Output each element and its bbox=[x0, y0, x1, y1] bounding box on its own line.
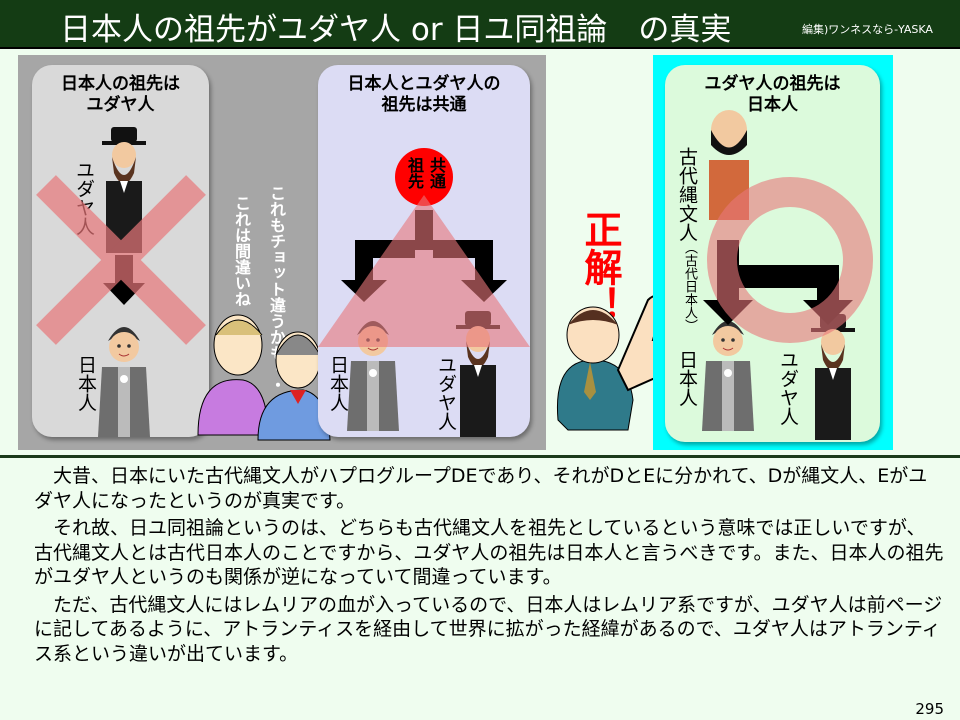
theory-2-title: 日本人とユダヤ人の 祖先は共通 bbox=[347, 74, 501, 115]
jomon-label: 古代縄文人 bbox=[676, 147, 698, 242]
credit: 編集)ワンネスなら-YASKA bbox=[802, 23, 933, 36]
explanation-text: 大昔、日本にいた古代縄文人がハプログループDEであり、それがDとEに分かれて、D… bbox=[34, 464, 944, 669]
correct-theory-panel: ユダヤ人の祖先は 日本人 古代縄文人 （古代日本人） 日本人 ユダヤ人 bbox=[653, 55, 893, 450]
theory-box-2: 日本人とユダヤ人の 祖先は共通 日本人 ユダヤ人 共通 祖先 bbox=[318, 65, 530, 437]
jew-label: ユダヤ人 bbox=[435, 355, 457, 431]
paragraph-1: 大昔、日本にいた古代縄文人がハプログループDEであり、それがDとEに分かれて、D… bbox=[34, 465, 928, 512]
theory-1-title: 日本人の祖先は ユダヤ人 bbox=[61, 74, 180, 115]
slide-title: 日本人の祖先がユダヤ人 or 日ユ同祖論 の真実 bbox=[60, 12, 732, 48]
japanese-label: 日本人 bbox=[327, 355, 349, 412]
theory-2-illustration bbox=[318, 148, 530, 437]
paragraph-3: ただ、古代縄文人にはレムリアの血が入っているので、日本人はレムリア系ですが、ユダ… bbox=[34, 593, 943, 665]
triangle-mark-icon bbox=[318, 195, 530, 347]
common-ancestor-badge bbox=[395, 148, 453, 206]
theory-3-title: ユダヤ人の祖先は 日本人 bbox=[704, 74, 841, 115]
japanese-label: 日本人 bbox=[75, 355, 97, 412]
japanese-label: 日本人 bbox=[676, 350, 698, 407]
theory-box-1: 日本人の祖先は ユダヤ人 ユダヤ人 日本人 bbox=[32, 65, 209, 437]
cross-mark-icon bbox=[36, 175, 206, 345]
theory-3-illustration bbox=[701, 110, 873, 440]
theory-box-3: ユダヤ人の祖先は 日本人 古代縄文人 （古代日本人） 日本人 ユダヤ人 bbox=[665, 65, 880, 442]
title-bar: 日本人の祖先がユダヤ人 or 日ユ同祖論 の真実 編集)ワンネスなら-YASKA bbox=[0, 0, 960, 49]
woman-speech: これは間違いね bbox=[232, 195, 251, 307]
badge-text-col1: 共通 bbox=[427, 157, 446, 189]
jomon-sublabel: （古代日本人） bbox=[682, 241, 697, 332]
divider bbox=[0, 455, 960, 458]
circle-mark-icon bbox=[707, 177, 873, 343]
jew-label: ユダヤ人 bbox=[777, 350, 799, 426]
couple-illustration bbox=[197, 314, 331, 441]
paragraph-2: それ故、日ユ同祖論というのは、どちらも古代縄文人を祖先としているという意味では正… bbox=[34, 517, 944, 588]
page-number: 295 bbox=[915, 700, 944, 718]
theory-1-illustration bbox=[36, 127, 206, 437]
incorrect-theories-panel: 日本人の祖先は ユダヤ人 ユダヤ人 日本人 これは間違いね これもチョット違うか… bbox=[18, 55, 546, 450]
correct-label: 正解！ bbox=[578, 210, 622, 324]
badge-text-col2: 祖先 bbox=[405, 157, 424, 189]
